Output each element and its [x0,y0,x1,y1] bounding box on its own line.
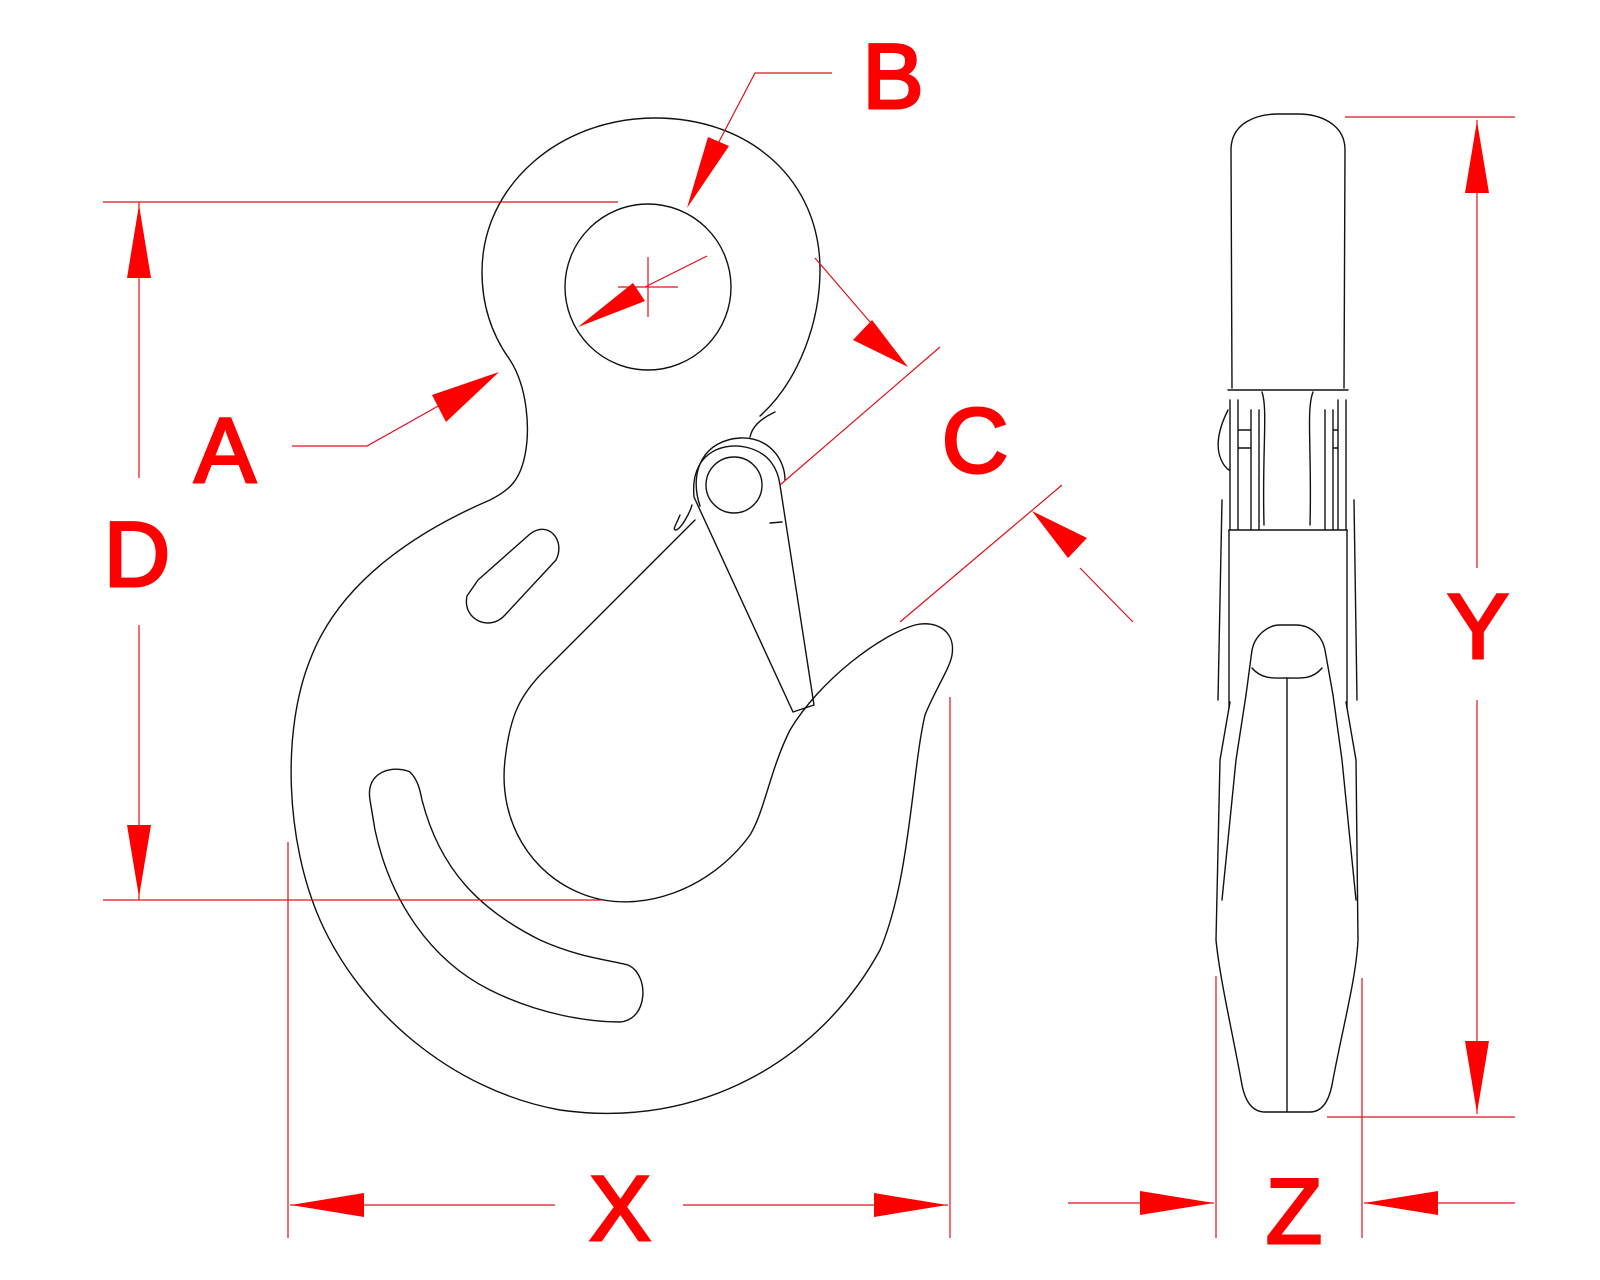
side-lower-body [1215,701,1359,1113]
side-inner-taper [1221,694,1357,901]
latch-neck [749,411,776,438]
arrow-left-icon [1364,1191,1438,1215]
dimension-A [292,372,499,447]
arrow-left-icon [291,1193,364,1217]
hook-front-view [290,117,954,1115]
label-Y: Y [1446,576,1510,678]
arrow-leader-icon [432,372,499,422]
arrow-down-icon [1465,1041,1489,1113]
side-latch-band [1227,389,1349,531]
dimension-Y [1327,116,1515,1118]
arrow-up-icon [1465,121,1489,193]
dimensions [103,72,1515,1238]
label-C: C [940,390,1009,492]
dimension-D [103,201,618,901]
dimension-Z [1068,976,1515,1238]
arrow-radius-icon [578,283,645,327]
label-A: A [193,400,257,502]
label-X: X [588,1158,652,1260]
safety-latch [693,445,815,713]
arrow-right-icon [1140,1191,1214,1215]
arrow-diagonal-icon [1032,511,1087,558]
latch-tip-notch [673,504,693,531]
side-shank [1230,113,1346,389]
latch-pivot-boss [695,437,786,507]
side-latch-bulge [1217,409,1231,471]
arrow-diagonal-icon [853,320,908,367]
arrow-down-icon [127,825,151,897]
latch-pin [705,456,763,514]
eye-hole [564,203,732,371]
arrow-leader-icon [687,137,729,208]
label-D: D [102,504,171,606]
upper-slot [465,528,560,624]
dimension-B [578,72,832,327]
label-B: B [861,26,925,128]
hook-side-view [1215,113,1359,1113]
side-throat-tip [1245,624,1334,696]
side-middle-block [1217,499,1358,709]
side-throat-ridge [1251,667,1323,1113]
label-Z: Z [1264,1161,1323,1263]
dimension-X [287,697,951,1238]
hook-body-outline [290,117,954,1115]
dimension-C [779,257,1134,623]
arrow-right-icon [874,1193,947,1217]
latch-tick [769,521,783,524]
curved-slot [368,768,644,1023]
arrow-up-icon [127,205,151,278]
